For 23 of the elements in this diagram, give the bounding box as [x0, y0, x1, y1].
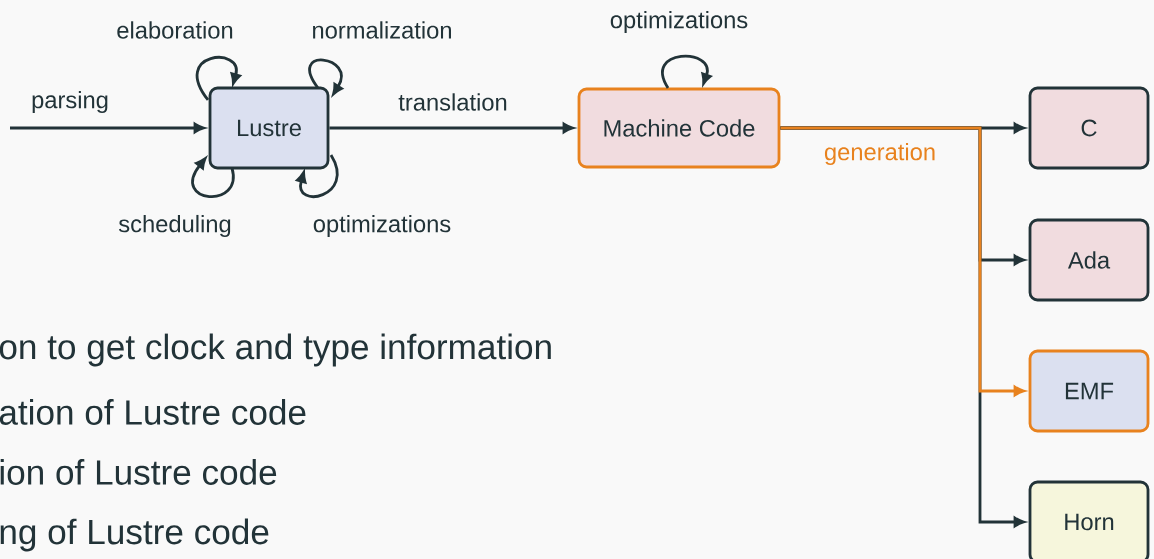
language-box: Lustre: [208, 86, 330, 170]
edge-label: optimizations: [610, 10, 748, 34]
target-box: Ada: [1028, 218, 1150, 302]
bullet-text: ng of Lustre code: [0, 518, 269, 552]
edge-label: translation: [398, 93, 507, 111]
target-box: C: [1028, 86, 1150, 170]
edge-label: scheduling: [118, 214, 231, 238]
bullet-text: ation of Lustre code: [0, 399, 306, 425]
edge-label: generation: [824, 142, 935, 166]
arrow: [308, 58, 343, 96]
edge-label: parsing: [32, 90, 108, 114]
edge-label: normalization: [313, 21, 451, 39]
bullet-text: on to get clock and type information: [0, 333, 551, 367]
arrow: [661, 54, 712, 89]
arrow: [191, 157, 235, 198]
arrow: [296, 154, 339, 198]
target-box: Horn: [1028, 480, 1150, 559]
edge-label: optimizations: [313, 214, 451, 238]
target-box: EMF: [1028, 349, 1150, 433]
edge-label: elaboration: [117, 21, 233, 39]
language-box: Machine Code: [577, 87, 781, 169]
bullet-text: ion of Lustre code: [0, 459, 277, 485]
arrow: [196, 56, 241, 101]
